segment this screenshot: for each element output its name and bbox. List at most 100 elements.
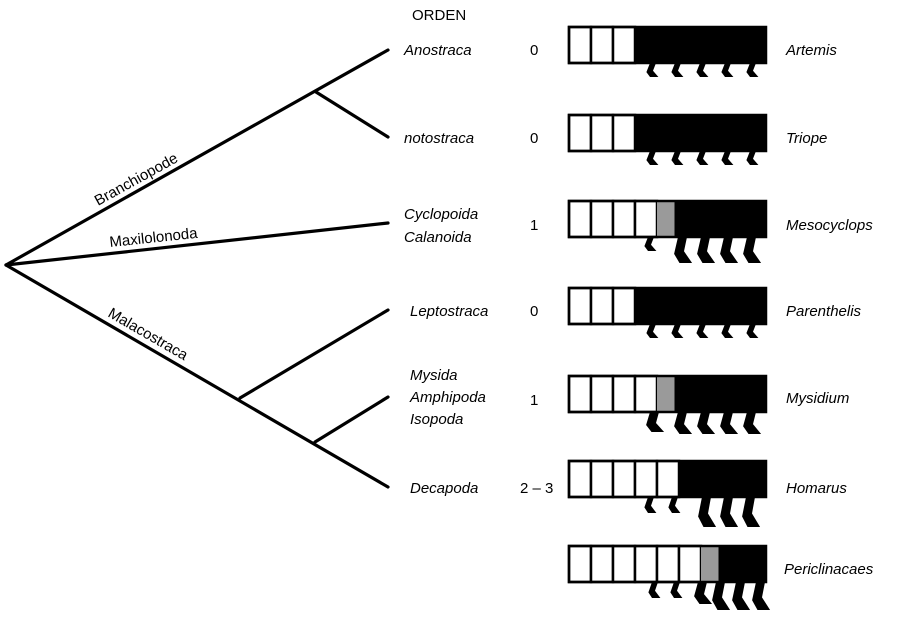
thoracic-appendage xyxy=(698,497,717,527)
open-segment xyxy=(611,374,637,414)
genus-name: Triope xyxy=(786,130,827,147)
open-segment xyxy=(567,113,593,153)
thoracic-appendage xyxy=(674,237,693,263)
genus-name: Mysidium xyxy=(786,390,849,407)
order-name: Calanoida xyxy=(404,229,472,246)
count-value: 1 xyxy=(530,392,538,409)
count-value: 0 xyxy=(530,42,538,59)
body-outline xyxy=(567,459,768,499)
thoracic-appendage xyxy=(746,63,759,77)
thoracic-appendage xyxy=(697,412,716,434)
open-segment xyxy=(611,113,637,153)
filled-body xyxy=(678,460,767,498)
open-segment xyxy=(611,459,637,499)
thoracic-appendage xyxy=(646,63,659,77)
order-name: Mysida xyxy=(410,367,458,384)
thoracic-appendage xyxy=(696,324,709,338)
count-value: 0 xyxy=(530,130,538,147)
open-segment xyxy=(633,374,659,414)
clade-label-maxilolonoda: Maxilolonoda xyxy=(109,225,199,251)
thoracic-appendage xyxy=(721,151,734,165)
genus-name: Artemis xyxy=(785,42,837,59)
clade-label-branchiopode: Branchiopode xyxy=(92,150,181,210)
segment-diagram xyxy=(567,286,768,338)
thoracic-appendage xyxy=(743,412,762,434)
branch-leptostraca xyxy=(238,308,390,400)
thoracic-appendage xyxy=(721,63,734,77)
transition-segment xyxy=(701,546,719,582)
filled-body xyxy=(718,545,767,583)
open-segment xyxy=(633,459,659,499)
body-outline xyxy=(567,374,768,414)
branch-maxillopoda xyxy=(4,221,390,267)
open-segment xyxy=(589,199,615,239)
segment-diagram xyxy=(567,199,768,263)
body-outline xyxy=(567,113,768,153)
open-segment xyxy=(589,374,615,414)
open-segment xyxy=(633,544,659,584)
thoracic-appendage xyxy=(674,412,693,434)
thoracic-appendage xyxy=(644,237,657,251)
branch-mysida-group xyxy=(313,395,390,444)
open-segment xyxy=(611,25,637,65)
open-segment xyxy=(589,544,615,584)
genus-name: Parenthelis xyxy=(786,303,862,320)
thoracic-appendage xyxy=(696,63,709,77)
open-segment xyxy=(589,113,615,153)
thoracic-appendage xyxy=(697,237,716,263)
filled-body xyxy=(634,114,767,152)
thoracic-appendage xyxy=(752,582,771,610)
segment-diagram xyxy=(567,374,768,434)
thoracic-appendage xyxy=(746,151,759,165)
branch-malacostraca xyxy=(4,263,390,489)
thoracic-appendage xyxy=(712,582,731,610)
thoracic-appendage xyxy=(646,324,659,338)
thoracic-appendage xyxy=(746,324,759,338)
thoracic-appendage xyxy=(720,412,739,434)
segment-diagram xyxy=(567,544,771,610)
segment-diagrams xyxy=(567,25,771,610)
open-segment xyxy=(567,286,593,326)
order-name: Anostraca xyxy=(403,42,472,59)
thoracic-appendage xyxy=(720,237,739,263)
thoracic-appendage xyxy=(720,497,739,527)
order-name: Isopoda xyxy=(410,411,463,428)
order-name: Amphipoda xyxy=(409,389,486,406)
body-outline xyxy=(567,286,768,326)
open-segment xyxy=(677,544,703,584)
thoracic-appendage xyxy=(743,237,762,263)
open-segment xyxy=(655,459,681,499)
open-segment xyxy=(589,459,615,499)
maxilliped-counts: 0 0 1 0 1 2 – 3 xyxy=(520,42,553,497)
open-segment xyxy=(567,459,593,499)
thoracic-appendage xyxy=(671,151,684,165)
body-outline xyxy=(567,544,768,584)
segment-diagram xyxy=(567,459,768,527)
thoracic-appendage xyxy=(670,582,683,598)
genus-name: Homarus xyxy=(786,480,847,497)
segment-diagram xyxy=(567,113,768,165)
thoracic-appendage xyxy=(721,324,734,338)
open-segment xyxy=(589,25,615,65)
thoracic-appendage xyxy=(646,151,659,165)
open-segment xyxy=(611,199,637,239)
open-segment xyxy=(611,286,637,326)
transition-segment xyxy=(657,376,675,412)
branch-branchiopode xyxy=(4,48,390,267)
clade-label-malacostraca: Malacostraca xyxy=(105,305,191,365)
order-name: Leptostraca xyxy=(410,303,488,320)
thoracic-appendage xyxy=(732,582,751,610)
segment-diagram xyxy=(567,25,768,77)
open-segment xyxy=(567,544,593,584)
thoracic-appendage xyxy=(694,582,713,604)
thoracic-appendage xyxy=(648,582,661,598)
genus-name: Periclinacaes xyxy=(784,561,874,578)
thoracic-appendage xyxy=(742,497,761,527)
order-name: Cyclopoida xyxy=(404,206,478,223)
open-segment xyxy=(589,286,615,326)
open-segment xyxy=(567,199,593,239)
branch-notostraca xyxy=(314,90,390,139)
genus-name: Mesocyclops xyxy=(786,217,873,234)
body-outline xyxy=(567,199,768,239)
phylogenetic-tree xyxy=(4,48,390,489)
